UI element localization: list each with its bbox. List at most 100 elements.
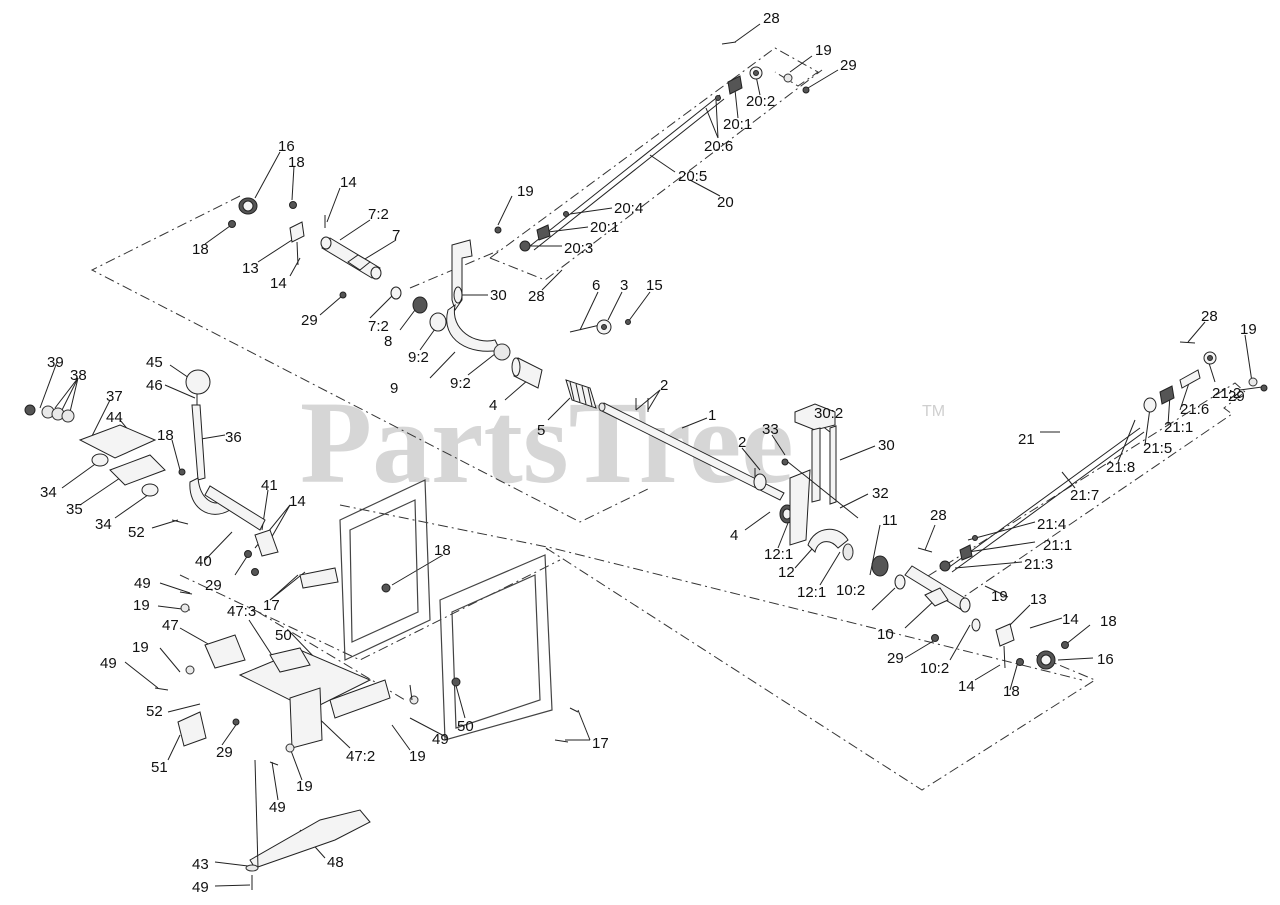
callout-label: 18 [157,427,174,444]
callout-label: 17 [263,597,280,614]
callout-label: 51 [151,759,168,776]
callout-label: 21:8 [1106,459,1135,476]
callout-label: 4 [489,397,497,414]
callout-label: 20:1 [590,219,619,236]
callout-label: 21:1 [1043,537,1072,554]
callout-label: 49 [134,575,151,592]
callout-label: 14 [270,275,287,292]
callout-label: 46 [146,377,163,394]
callout-label: 7:2 [368,206,389,223]
callout-label: 47:3 [227,603,256,620]
callout-label: 21:3 [1024,556,1053,573]
callout-label: 37 [106,388,123,405]
callout-label: 4 [730,527,738,544]
callout-label: 9:2 [408,349,429,366]
callout-label: 15 [646,277,663,294]
callout-label: 14 [340,174,357,191]
callout-label: 11 [882,512,898,529]
callout-label: 29 [1228,388,1245,405]
callout-label: 49 [192,879,209,896]
callout-label: 29 [840,57,857,74]
right-shaft-assembly [894,565,1069,670]
callout-label: 35 [66,501,83,518]
callout-label: 16 [1097,651,1114,668]
pedal-assembly [781,403,889,577]
callout-label: 20:1 [723,116,752,133]
callout-label: 38 [70,367,87,384]
linkage-rod-upper [519,41,810,252]
callout-label: 10:2 [836,582,865,599]
callout-label: 36 [225,429,242,446]
callout-label: 45 [146,354,163,371]
callout-label: 18 [434,542,451,559]
callout-label: 43 [192,856,209,873]
callout-label: 20:2 [746,93,775,110]
callout-label: 28 [930,507,947,524]
spring-assembly [565,319,631,409]
callout-label: 19 [133,597,150,614]
callout-label: 7:2 [368,318,389,335]
frame-plates [299,479,553,741]
callout-label: 9:2 [450,375,471,392]
callout-label: 14 [1062,611,1079,628]
callout-label: 19 [296,778,313,795]
callout-label: 29 [887,650,904,667]
callout-label: 49 [100,655,117,672]
callout-label: 21:6 [1180,401,1209,418]
callout-label: 34 [95,516,112,533]
callout-label: 6 [592,277,600,294]
callout-label: 20:6 [704,138,733,155]
callout-label: 18 [288,154,305,171]
callout-label: 50 [457,718,474,735]
upper-left-shaft-assembly [228,197,543,389]
callout-label: 13 [242,260,259,277]
control-lever-assembly [24,369,279,576]
callout-label: 10 [877,626,894,643]
callout-label: 9 [390,380,398,397]
callout-label: 3 [620,277,628,294]
callout-label: 18 [1003,683,1020,700]
callout-label: 12:1 [764,546,793,563]
callout-label: 29 [216,744,233,761]
callout-label: 49 [432,731,449,748]
callout-label: 52 [146,703,163,720]
callout-label: 29 [301,312,318,329]
callout-label: 10:2 [920,660,949,677]
callout-label: 19 [1240,321,1257,338]
callout-label: 32 [872,485,889,502]
callout-label: 47 [162,617,179,634]
callout-label: 2 [738,434,746,451]
callout-label: 19 [132,639,149,656]
callout-label: 28 [1201,308,1218,325]
callout-labels: 28192920:220:120:620:52020:420:120:31928… [40,10,1257,896]
callout-label: 50 [275,627,292,644]
callout-label: 20:4 [614,200,643,217]
callout-label: 47:2 [346,748,375,765]
callout-label: 30 [878,437,895,454]
callout-label: 19 [517,183,534,200]
callout-label: 14 [958,678,975,695]
watermark-trademark: TM [922,403,945,420]
callout-label: 19 [815,42,832,59]
callout-label: 7 [392,227,400,244]
callout-label: 21 [1018,431,1035,448]
callout-label: 21:7 [1070,487,1099,504]
callout-label: 12 [778,564,795,581]
callout-label: 5 [537,422,545,439]
callout-label: 33 [762,421,779,438]
callout-label: 19 [991,588,1008,605]
foot-plate [245,759,371,890]
callout-label: 20:5 [678,168,707,185]
callout-label: 20:3 [564,240,593,257]
callout-label: 39 [47,354,64,371]
callout-label: 17 [592,735,609,752]
callout-label: 52 [128,524,145,541]
callout-label: 30 [490,287,507,304]
callout-label: 19 [409,748,426,765]
callout-label: 40 [195,553,212,570]
callout-label: 28 [528,288,545,305]
callout-label: 41 [261,477,278,494]
callout-label: 34 [40,484,57,501]
callout-label: 20 [717,194,734,211]
